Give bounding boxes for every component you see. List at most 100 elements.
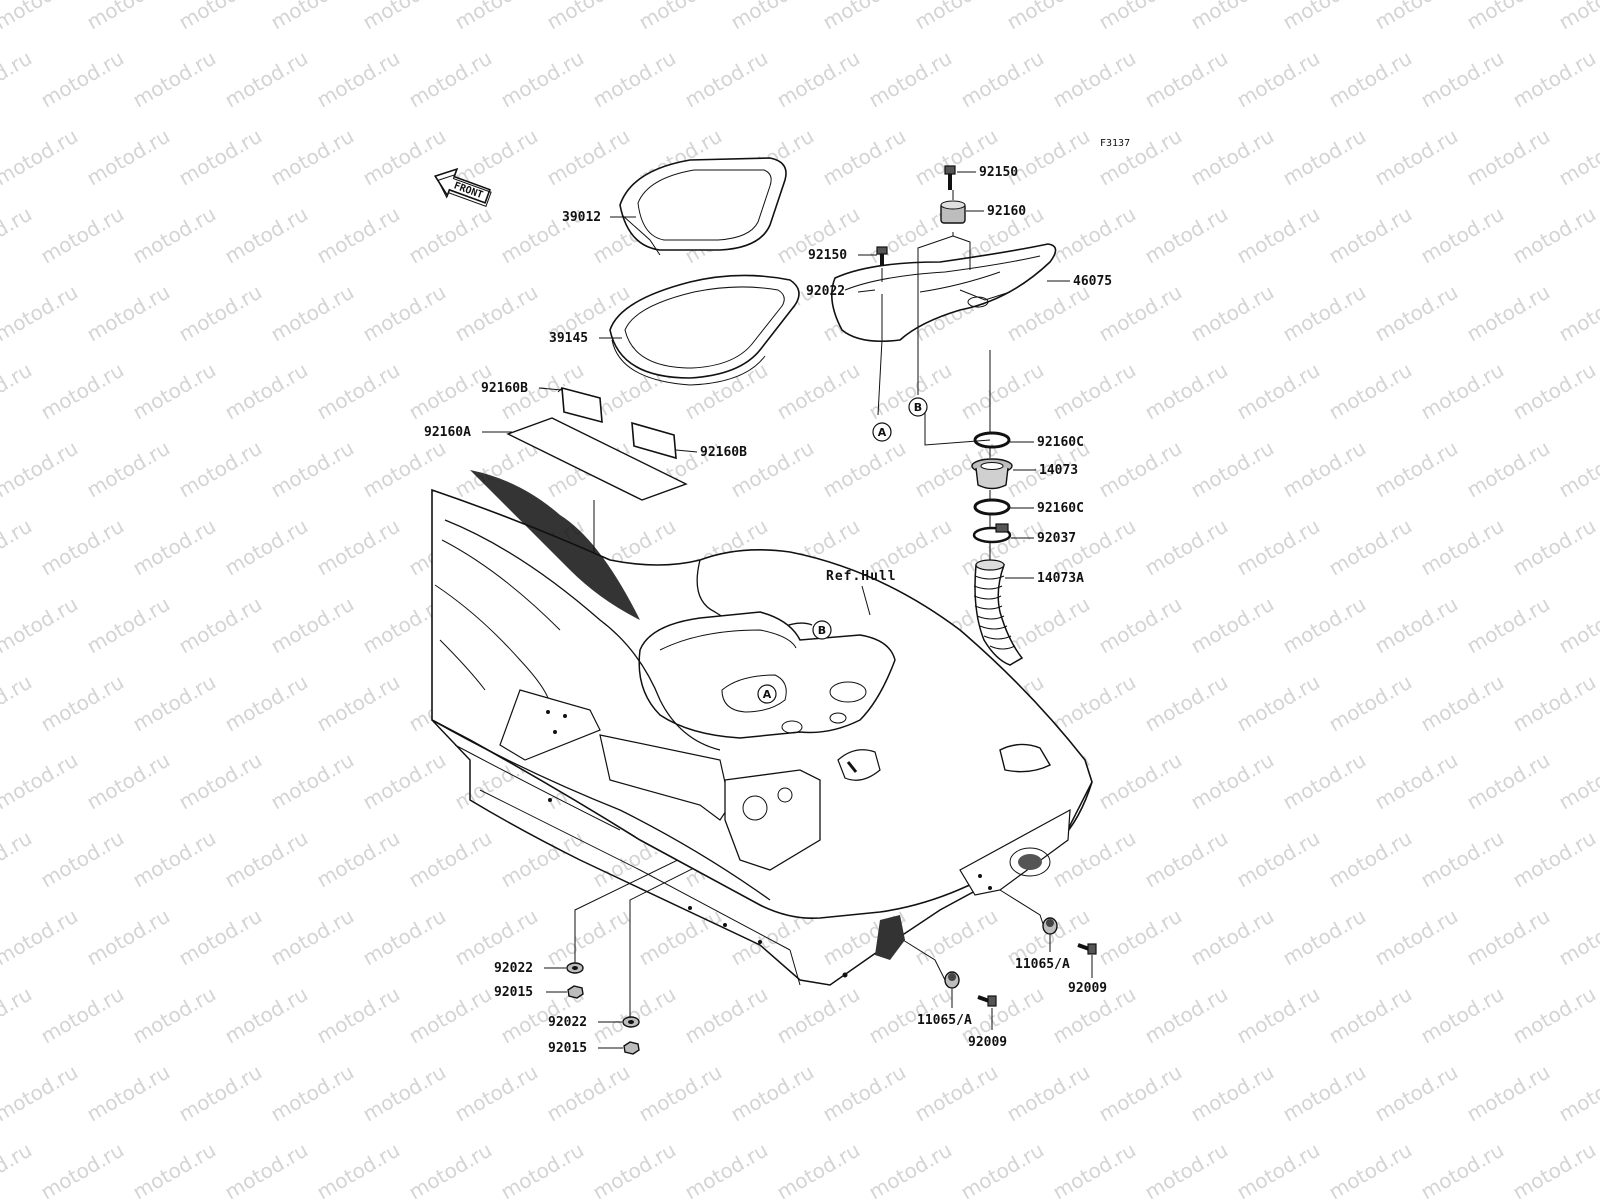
reference-hull-label: Ref.Hull <box>826 569 897 584</box>
watermark-text: motod.ru <box>175 0 266 34</box>
watermark-text: motod.ru <box>773 982 864 1049</box>
part-92160A-sheet <box>506 417 688 501</box>
watermark-text: motod.ru <box>0 1138 36 1200</box>
watermark-text: motod.ru <box>37 670 128 737</box>
watermark-text: motod.ru <box>1233 670 1324 737</box>
watermark-text: motod.ru <box>0 280 82 347</box>
label-92160: 92160 <box>987 204 1026 219</box>
watermark-text: motod.ru <box>1325 1138 1416 1200</box>
watermark-text: motod.ru <box>1371 748 1462 815</box>
watermark-text: motod.ru <box>1095 124 1186 191</box>
watermark-text: motod.ru <box>543 0 634 34</box>
part-92160B-left-pad <box>557 386 603 424</box>
watermark-text: motod.ru <box>1049 1138 1140 1200</box>
part-92009-left-screw <box>977 995 997 1007</box>
watermark-text: motod.ru <box>175 904 266 971</box>
label-11065A-left: 11065/A <box>917 1013 972 1028</box>
watermark-text: motod.ru <box>543 1060 634 1127</box>
label-92015-mid: 92015 <box>494 985 533 1000</box>
label-92009-left: 92009 <box>968 1035 1007 1050</box>
watermark-text: motod.ru <box>819 124 910 191</box>
watermark-text: motod.ru <box>681 982 772 1049</box>
part-92022-mid-washer <box>566 962 584 974</box>
watermark-text: motod.ru <box>1325 358 1416 425</box>
watermark-text: motod.ru <box>1371 124 1462 191</box>
watermark-text: motod.ru <box>1509 1138 1600 1200</box>
watermark-text: motod.ru <box>1003 124 1094 191</box>
watermark-text: motod.ru <box>129 982 220 1049</box>
watermark-text: motod.ru <box>497 826 588 893</box>
watermark-text: motod.ru <box>1003 0 1094 34</box>
marker-a-hull: A <box>757 684 777 704</box>
label-14073A: 14073A <box>1037 571 1084 586</box>
watermark-text: motod.ru <box>359 904 450 971</box>
watermark-text: motod.ru <box>83 0 174 34</box>
watermark-text: motod.ru <box>1141 358 1232 425</box>
hull-body <box>431 470 1093 986</box>
watermark-text: motod.ru <box>1095 748 1186 815</box>
watermark-text: motod.ru <box>1325 982 1416 1049</box>
watermark-text: motod.ru <box>589 982 680 1049</box>
watermark-text: motod.ru <box>0 904 82 971</box>
label-92160B-left: 92160B <box>481 381 528 396</box>
marker-b-upper-letter: B <box>914 401 922 414</box>
watermark-text: motod.ru <box>1049 202 1140 269</box>
watermark-text: motod.ru <box>1555 1060 1600 1127</box>
watermark-text: motod.ru <box>1325 202 1416 269</box>
watermark-text: motod.ru <box>37 514 128 581</box>
watermark-text: motod.ru <box>589 46 680 113</box>
watermark-text: motod.ru <box>0 670 36 737</box>
watermark-text: motod.ru <box>267 0 358 34</box>
watermark-text: motod.ru <box>727 1060 818 1127</box>
watermark-text: motod.ru <box>267 904 358 971</box>
watermark-text: motod.ru <box>451 1060 542 1127</box>
part-14073A-hose <box>973 559 1024 666</box>
watermark-text: motod.ru <box>267 1060 358 1127</box>
watermark-text: motod.ru <box>911 124 1002 191</box>
watermark-text: motod.ru <box>681 46 772 113</box>
watermark-text: motod.ru <box>37 1138 128 1200</box>
watermark-text: motod.ru <box>0 202 36 269</box>
watermark-text: motod.ru <box>1417 202 1508 269</box>
watermark-text: motod.ru <box>1417 826 1508 893</box>
watermark-text: motod.ru <box>1003 280 1094 347</box>
watermark-text: motod.ru <box>1141 1138 1232 1200</box>
part-92009-right-screw <box>1077 943 1097 955</box>
watermark-text: motod.ru <box>0 124 82 191</box>
watermark-text: motod.ru <box>0 358 36 425</box>
watermark-text: motod.ru <box>1555 748 1600 815</box>
watermark-text: motod.ru <box>175 280 266 347</box>
watermark-text: motod.ru <box>1187 0 1278 34</box>
watermark-text: motod.ru <box>1371 904 1462 971</box>
marker-b-hull-letter: B <box>818 624 826 637</box>
watermark-text: motod.ru <box>1417 358 1508 425</box>
watermark-text: motod.ru <box>1095 280 1186 347</box>
part-92150-left-bolt <box>876 246 888 268</box>
watermark-text: motod.ru <box>1141 670 1232 737</box>
watermark-text: motod.ru <box>1279 280 1370 347</box>
label-92009-right: 92009 <box>1068 981 1107 996</box>
watermark-text: motod.ru <box>1371 592 1462 659</box>
watermark-text: motod.ru <box>1463 1060 1554 1127</box>
watermark-text: motod.ru <box>1049 46 1140 113</box>
watermark-text: motod.ru <box>405 202 496 269</box>
watermark-text: motod.ru <box>1509 358 1600 425</box>
watermark-text: motod.ru <box>175 1060 266 1127</box>
watermark-text: motod.ru <box>497 46 588 113</box>
watermark-text: motod.ru <box>267 436 358 503</box>
leader-lines <box>482 171 1093 1049</box>
label-14073: 14073 <box>1039 463 1078 478</box>
watermark-text: motod.ru <box>221 514 312 581</box>
part-39145-gasket <box>609 274 800 386</box>
watermark-text: motod.ru <box>957 358 1048 425</box>
watermark-text: motod.ru <box>1095 0 1186 34</box>
reference-hull: Ref.Hull <box>826 569 897 616</box>
watermark-text: motod.ru <box>313 202 404 269</box>
watermark-text: motod.ru <box>1371 280 1462 347</box>
watermark-text: motod.ru <box>911 904 1002 971</box>
watermark-text: motod.ru <box>359 0 450 34</box>
watermark-text: motod.ru <box>1325 46 1416 113</box>
watermark-text: motod.ru <box>83 436 174 503</box>
watermark-text: motod.ru <box>1509 982 1600 1049</box>
